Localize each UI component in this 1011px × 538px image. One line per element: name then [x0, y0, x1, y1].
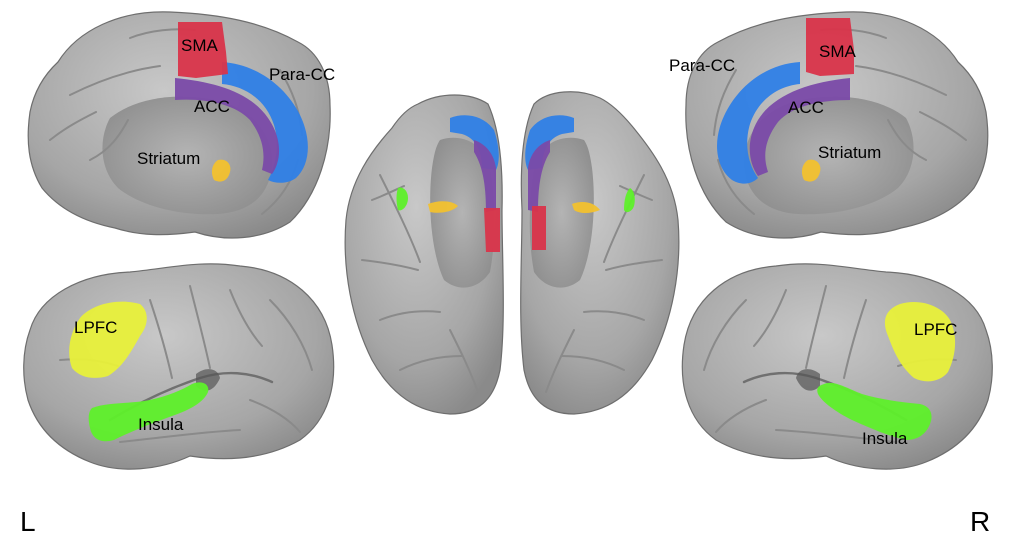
right-axial-sma [532, 206, 546, 250]
left-axial-sma [484, 208, 500, 252]
left-acc-label: ACC [194, 97, 230, 116]
right-acc-label: ACC [788, 98, 824, 117]
left-lateral-cortex [24, 264, 334, 469]
left-medial-hemisphere: SMA Para-CC ACC Striatum [28, 12, 335, 238]
right-striatum-label: Striatum [818, 143, 881, 162]
right-lateral-hemisphere: LPFC Insula [682, 264, 992, 469]
left-striatum-label: Striatum [137, 149, 200, 168]
right-lpfc-label: LPFC [914, 320, 957, 339]
right-medial-hemisphere: SMA Para-CC ACC Striatum [669, 12, 988, 238]
left-insula-label: Insula [138, 415, 184, 434]
right-sma-label: SMA [819, 42, 857, 61]
left-lpfc-label: LPFC [74, 318, 117, 337]
left-lateral-hemisphere: LPFC Insula [24, 264, 334, 469]
left-hemisphere-label: L [20, 506, 36, 537]
right-hemisphere-label: R [970, 506, 990, 537]
left-axial-hemisphere [345, 95, 503, 414]
right-axial-hemisphere [521, 92, 679, 414]
right-insula-label: Insula [862, 429, 908, 448]
left-para-cc-label: Para-CC [269, 65, 335, 84]
right-para-cc-label: Para-CC [669, 56, 735, 75]
left-sma-label: SMA [181, 36, 219, 55]
